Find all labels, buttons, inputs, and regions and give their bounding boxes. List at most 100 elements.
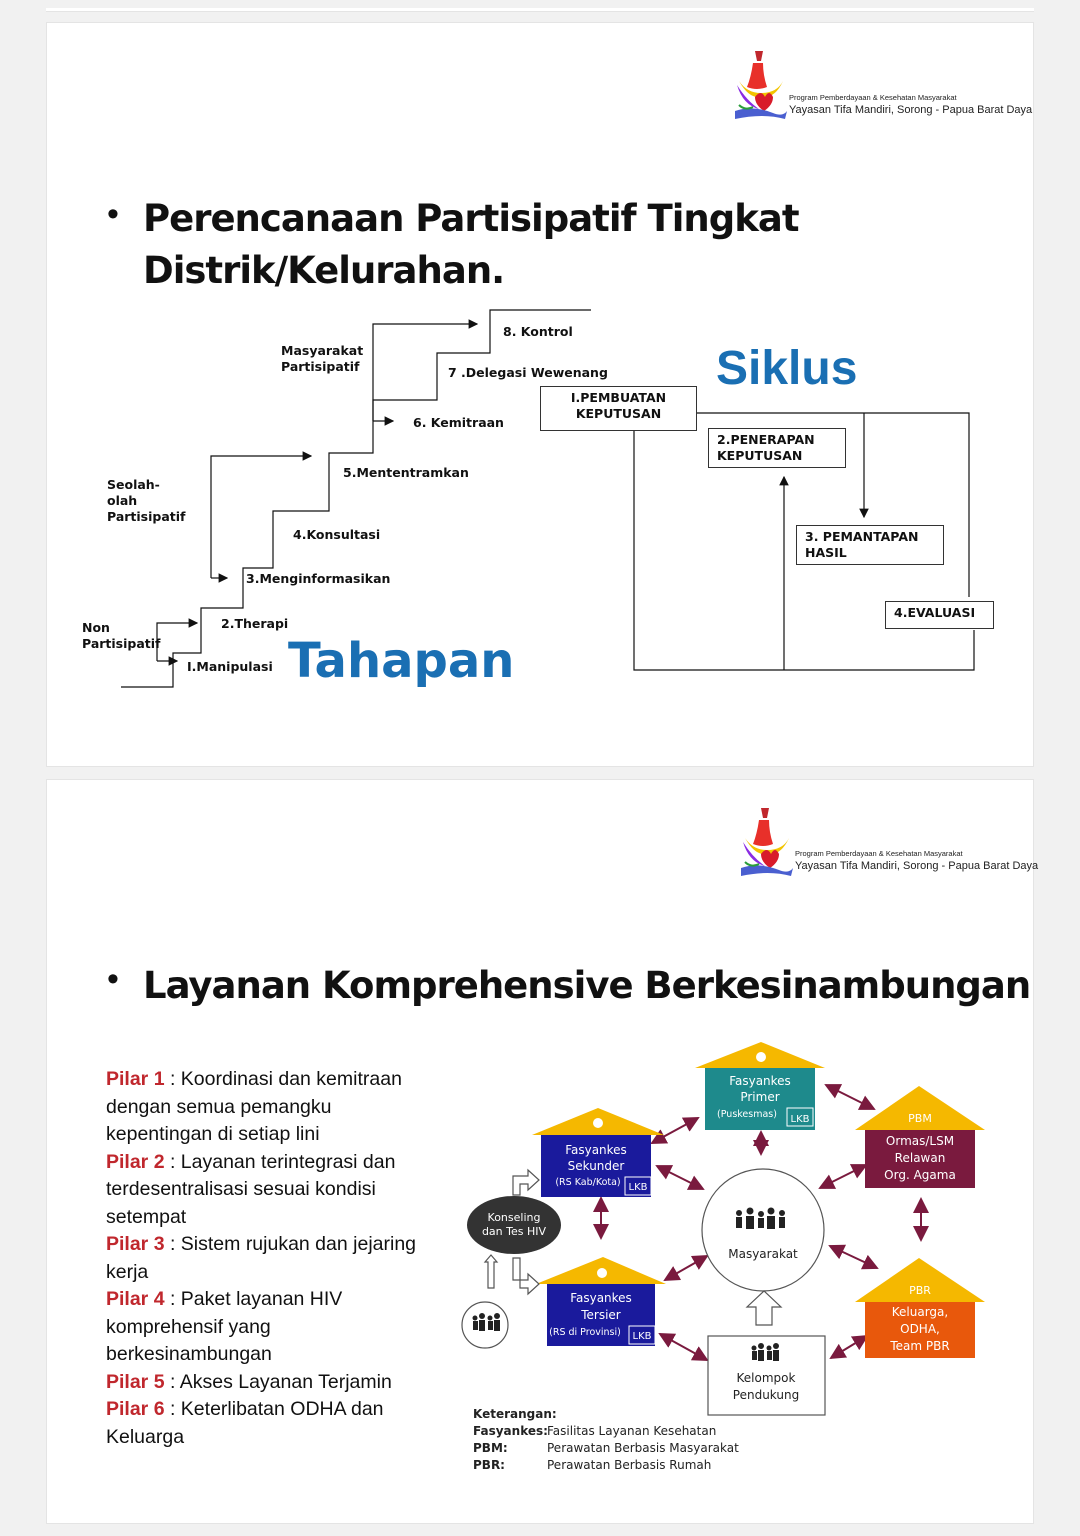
pillar-1: Pilar 1 : Koordinasi dan kemitraan denga…	[106, 1066, 432, 1149]
pillar-2-text: : Layanan terintegrasi dan terdesentrali…	[106, 1150, 396, 1228]
step-1-manipulasi: I.Manipulasi	[187, 659, 273, 674]
step-7-delegasi: 7 .Delegasi Wewenang	[448, 365, 608, 380]
pillar-1-key: Pilar 1	[106, 1068, 165, 1090]
slide-layanan: Program Pemberdayaan & Kesehatan Masyara…	[46, 779, 1038, 1524]
slide2-title: Layanan Komprehensive Berkesinambungan	[143, 964, 1031, 1007]
group-masyarakat-partisipatif: Masyarakat Partisipatif	[281, 343, 364, 375]
sekunder-lkb-tag: LKB	[629, 1182, 648, 1193]
tersier-line1: Fasyankes	[570, 1291, 632, 1305]
step-5-mententramkan: 5.Mententramkan	[343, 465, 469, 480]
pbr-line1: Keluarga,	[892, 1305, 948, 1319]
pbr-line2: ODHA,	[900, 1322, 940, 1336]
pillar-1-text: : Koordinasi dan kemitraan dengan semua …	[106, 1068, 402, 1145]
logo-program-line: Program Pemberdayaan & Kesehatan Masyara…	[795, 849, 963, 858]
pbr-line3: Team PBR	[889, 1339, 949, 1353]
group-non-partisipatif: Non Partisipatif	[82, 620, 162, 652]
pillar-6-key: Pilar 6	[106, 1398, 165, 1420]
keterangan-legend: Keterangan: Fasyankes:Fasilitas Layanan …	[473, 1406, 739, 1474]
pillar-4-text: : Paket layanan HIV komprehensif yang be…	[106, 1288, 343, 1365]
cycle-lines	[633, 412, 975, 671]
services-network-diagram: Fasyankes Primer (Puskesmas) LKB Fasyank…	[461, 1042, 985, 1416]
pillar-5-key: Pilar 5	[106, 1370, 165, 1393]
pillar-list: Pilar 1 : Koordinasi dan kemitraan denga…	[106, 1066, 432, 1451]
keterangan-title: Keterangan:	[473, 1407, 557, 1421]
title-bullet: •	[107, 195, 119, 233]
keterangan-key-3: PBR:	[473, 1458, 505, 1472]
tersier-lkb-tag: LKB	[633, 1331, 652, 1342]
siklus-label: Siklus	[716, 342, 858, 395]
fasyankes-primer: Fasyankes Primer (Puskesmas) LKB	[695, 1042, 825, 1130]
group-seolah-partisipatif: Seolah-olah Partisipatif	[107, 477, 187, 525]
keterangan-val-1: Fasilitas Layanan Kesehatan	[547, 1424, 717, 1438]
keterangan-row-3: PBR:Perawatan Berbasis Rumah	[473, 1457, 739, 1474]
primer-lkb-tag: LKB	[791, 1114, 810, 1125]
masyarakat-label: Masyarakat	[728, 1247, 798, 1261]
group-masyarakat-text: Masyarakat Partisipatif	[281, 343, 364, 374]
connection-arrows	[593, 1084, 929, 1361]
cycle-box-2: 2.PENERAPAN KEPUTUSAN	[708, 428, 846, 468]
logo-emblem-icon	[735, 51, 787, 119]
fasyankes-sekunder: Fasyankes Sekunder (RS Kab/Kota) LKB	[532, 1108, 664, 1197]
step-6-kemitraan: 6. Kemitraan	[413, 415, 504, 430]
cycle-box-3: 3. PEMANTAPAN HASIL	[796, 525, 944, 565]
kelompok-line2: Pendukung	[733, 1388, 799, 1402]
pbm-ormas: PBM Ormas/LSM Relawan Org. Agama	[855, 1086, 985, 1188]
title-bullet: •	[107, 960, 119, 998]
step-2-therapi: 2.Therapi	[221, 616, 289, 631]
pillar-5: Pilar 5 : Akses Layanan Terjamin	[106, 1369, 432, 1397]
pillar-3: Pilar 3 : Sistem rujukan dan jejaring ke…	[106, 1231, 432, 1286]
ladder-lines	[121, 309, 591, 688]
people-group-icon	[751, 1343, 779, 1361]
konseling-flow-arrows	[483, 1168, 540, 1296]
kelompok-line1: Kelompok	[737, 1371, 796, 1385]
pbm-line3: Org. Agama	[884, 1168, 956, 1182]
masyarakat-hub: Masyarakat	[701, 1168, 825, 1292]
pbm-roof-label: PBM	[908, 1112, 932, 1125]
step-3-menginformasikan: 3.Menginformasikan	[246, 571, 391, 586]
pbr-keluarga: PBR Keluarga, ODHA, Team PBR	[855, 1258, 985, 1358]
pillar-2-key: Pilar 2	[106, 1150, 165, 1173]
kelompok-pendukung: Kelompok Pendukung	[707, 1335, 826, 1416]
pbm-line2: Relawan	[895, 1151, 946, 1165]
konseling-line2: dan Tes HIV	[482, 1225, 547, 1238]
primer-line1: Fasyankes	[729, 1074, 791, 1088]
konseling-tes-hiv: Konseling dan Tes HIV	[467, 1196, 561, 1254]
logo-org-line: Yayasan Tifa Mandiri, Sorong - Papua Bar…	[789, 104, 1033, 116]
pillar-4-key: Pilar 4	[106, 1288, 165, 1310]
fasyankes-tersier: Fasyankes Tersier (RS di Provinsi) LKB	[536, 1257, 666, 1346]
pillar-3-text: : Sistem rujukan dan jejaring kerja	[106, 1233, 417, 1283]
tersier-line2: Tersier	[580, 1308, 621, 1322]
tersier-line3: (RS di Provinsi)	[549, 1327, 621, 1338]
sekunder-line1: Fasyankes	[565, 1143, 627, 1157]
cycle-box-4: 4.EVALUASI	[885, 601, 994, 629]
pillar-3-key: Pilar 3	[106, 1233, 165, 1255]
logo-org-line: Yayasan Tifa Mandiri, Sorong - Papua Bar…	[795, 860, 1039, 872]
keterangan-key-1: Fasyankes:	[473, 1424, 548, 1438]
keterangan-row-2: PBM:Perawatan Berbasis Masyarakat	[473, 1440, 739, 1457]
primer-line2: Primer	[740, 1090, 779, 1104]
previous-slide-edge	[46, 8, 1034, 12]
pillar-6: Pilar 6 : Keterlibatan ODHA dan Keluarga	[106, 1396, 432, 1451]
logo-emblem-icon	[741, 808, 793, 876]
slide1-title-line1: Perencanaan Partisipatif Tingkat	[143, 197, 800, 240]
people-group-icon	[472, 1313, 500, 1331]
tahapan-label: Tahapan	[288, 633, 515, 689]
group-non-text: Non Partisipatif	[82, 620, 161, 651]
konseling-line1: Konseling	[488, 1211, 541, 1224]
people-group-icon	[736, 1207, 785, 1229]
logo-program-line: Program Pemberdayaan & Kesehatan Masyara…	[789, 93, 957, 102]
group-seolah-text: Seolah-olah Partisipatif	[107, 477, 186, 524]
pbr-roof-label: PBR	[909, 1284, 931, 1297]
pillar-6-text: : Keterlibatan ODHA dan Keluarga	[106, 1398, 384, 1448]
step-4-konsultasi: 4.Konsultasi	[293, 527, 381, 542]
keterangan-val-2: Perawatan Berbasis Masyarakat	[547, 1441, 739, 1455]
pbm-line1: Ormas/LSM	[886, 1134, 954, 1148]
slide-perencanaan: Program Pemberdayaan & Kesehatan Masyara…	[46, 22, 1034, 767]
step-8-kontrol: 8. Kontrol	[503, 324, 573, 339]
slide1-title: Perencanaan Partisipatif Tingkat Distrik…	[143, 193, 800, 297]
people-circle-small	[461, 1301, 509, 1349]
primer-line3: (Puskesmas)	[717, 1109, 777, 1120]
keterangan-row-1: Fasyankes:Fasilitas Layanan Kesehatan	[473, 1423, 739, 1440]
up-arrow-icon	[745, 1290, 783, 1326]
cycle-box-1: I.PEMBUATAN KEPUTUSAN	[540, 386, 697, 431]
